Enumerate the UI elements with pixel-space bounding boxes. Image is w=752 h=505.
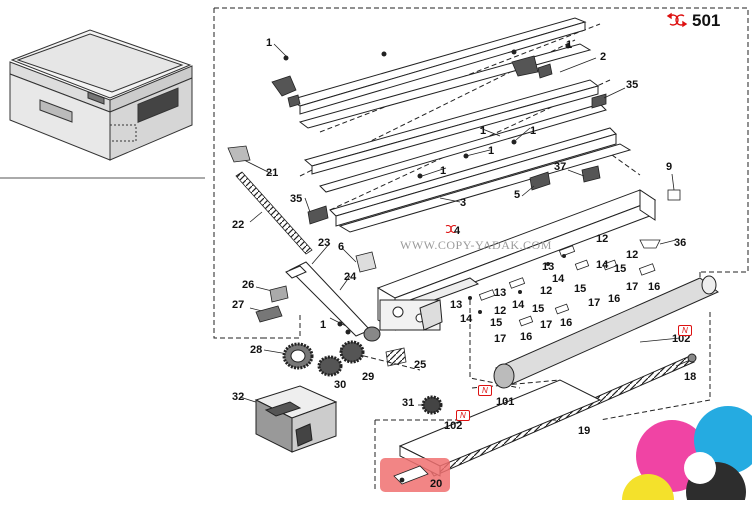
callout-15: 15 (532, 303, 545, 315)
callout-1: 1 (530, 125, 537, 137)
callout-17: 17 (494, 333, 507, 345)
part-27 (255, 305, 283, 323)
part-6 (355, 251, 377, 273)
callout-1: 1 (440, 165, 447, 177)
new-part-badge: N (678, 325, 692, 336)
callout-14: 14 (552, 273, 565, 285)
refresh-arrows-icon (666, 12, 688, 28)
callout-12: 12 (494, 305, 507, 317)
callout-4: 4 (454, 225, 461, 237)
guide-rails (288, 17, 632, 233)
part-21-bracket (227, 145, 251, 163)
callout-101: 101 (496, 396, 515, 408)
callout-1: 1 (480, 125, 487, 137)
callout-15: 15 (490, 317, 503, 329)
callout-17: 17 (626, 281, 639, 293)
callout-13: 13 (542, 261, 555, 273)
callout-102: 102 (672, 333, 691, 345)
part-26 (269, 285, 289, 303)
callout-21: 21 (266, 167, 279, 179)
callout-15: 15 (574, 283, 587, 295)
callout-17: 17 (540, 319, 553, 331)
callout-27: 27 (232, 299, 245, 311)
callout-19: 19 (578, 425, 591, 437)
callout-15: 15 (614, 263, 627, 275)
gears (282, 326, 443, 415)
callout-12: 12 (540, 285, 553, 297)
copier-overview-thumbnail (9, 29, 193, 161)
callout-12: 12 (626, 249, 639, 261)
callout-31: 31 (402, 397, 415, 409)
new-part-badge: N (478, 385, 492, 396)
callout-16: 16 (648, 281, 661, 293)
callout-23: 23 (318, 237, 331, 249)
callout-20: 20 (430, 478, 443, 490)
small-fittings (478, 189, 681, 327)
rail-hooks (271, 55, 607, 225)
lever-23-24 (285, 261, 371, 337)
cmyk-circles-logo (622, 406, 752, 505)
callout-18: 18 (684, 371, 697, 383)
callout-17: 17 (588, 297, 601, 309)
callout-14: 14 (512, 299, 525, 311)
callout-14: 14 (460, 313, 473, 325)
watermark-text: WWW.COPY-YADAK.COM (400, 238, 552, 252)
refresh-arrows-icon (445, 224, 457, 234)
callout-25: 25 (414, 359, 427, 371)
leader-lines (239, 43, 691, 439)
callout-30: 30 (334, 379, 347, 391)
callout-35: 35 (290, 193, 303, 205)
callout-16: 16 (608, 293, 621, 305)
callout-24: 24 (344, 271, 357, 283)
callout-1: 1 (266, 37, 273, 49)
callout-5: 5 (514, 189, 521, 201)
callout-3: 3 (460, 197, 467, 209)
spring-22 (235, 171, 313, 255)
cover-32 (254, 385, 338, 453)
callout-12: 12 (596, 233, 609, 245)
callout-13: 13 (494, 287, 507, 299)
callout-37: 37 (554, 161, 567, 173)
callout-22: 22 (232, 219, 245, 231)
callout-35: 35 (626, 79, 639, 91)
callout-13: 13 (450, 299, 463, 311)
callout-1: 1 (488, 145, 495, 157)
part-20 (393, 465, 429, 485)
spring-25 (385, 347, 407, 367)
callout-26: 26 (242, 279, 255, 291)
callout-29: 29 (362, 371, 375, 383)
callout-6: 6 (338, 241, 345, 253)
page-number: 501 (692, 11, 721, 30)
callout-1: 1 (320, 319, 327, 331)
main-frame (376, 189, 657, 331)
callout-1: 1 (566, 39, 573, 51)
callout-2: 2 (600, 51, 607, 63)
callout-102: 102 (444, 420, 463, 432)
callout-32: 32 (232, 391, 245, 403)
roller-upper (493, 275, 719, 389)
callout-16: 16 (560, 317, 573, 329)
callout-14: 14 (596, 259, 609, 271)
callout-9: 9 (666, 161, 673, 173)
callout-16: 16 (520, 331, 533, 343)
callout-36: 36 (674, 237, 687, 249)
new-part-badge: N (456, 410, 470, 421)
callout-28: 28 (250, 344, 263, 356)
